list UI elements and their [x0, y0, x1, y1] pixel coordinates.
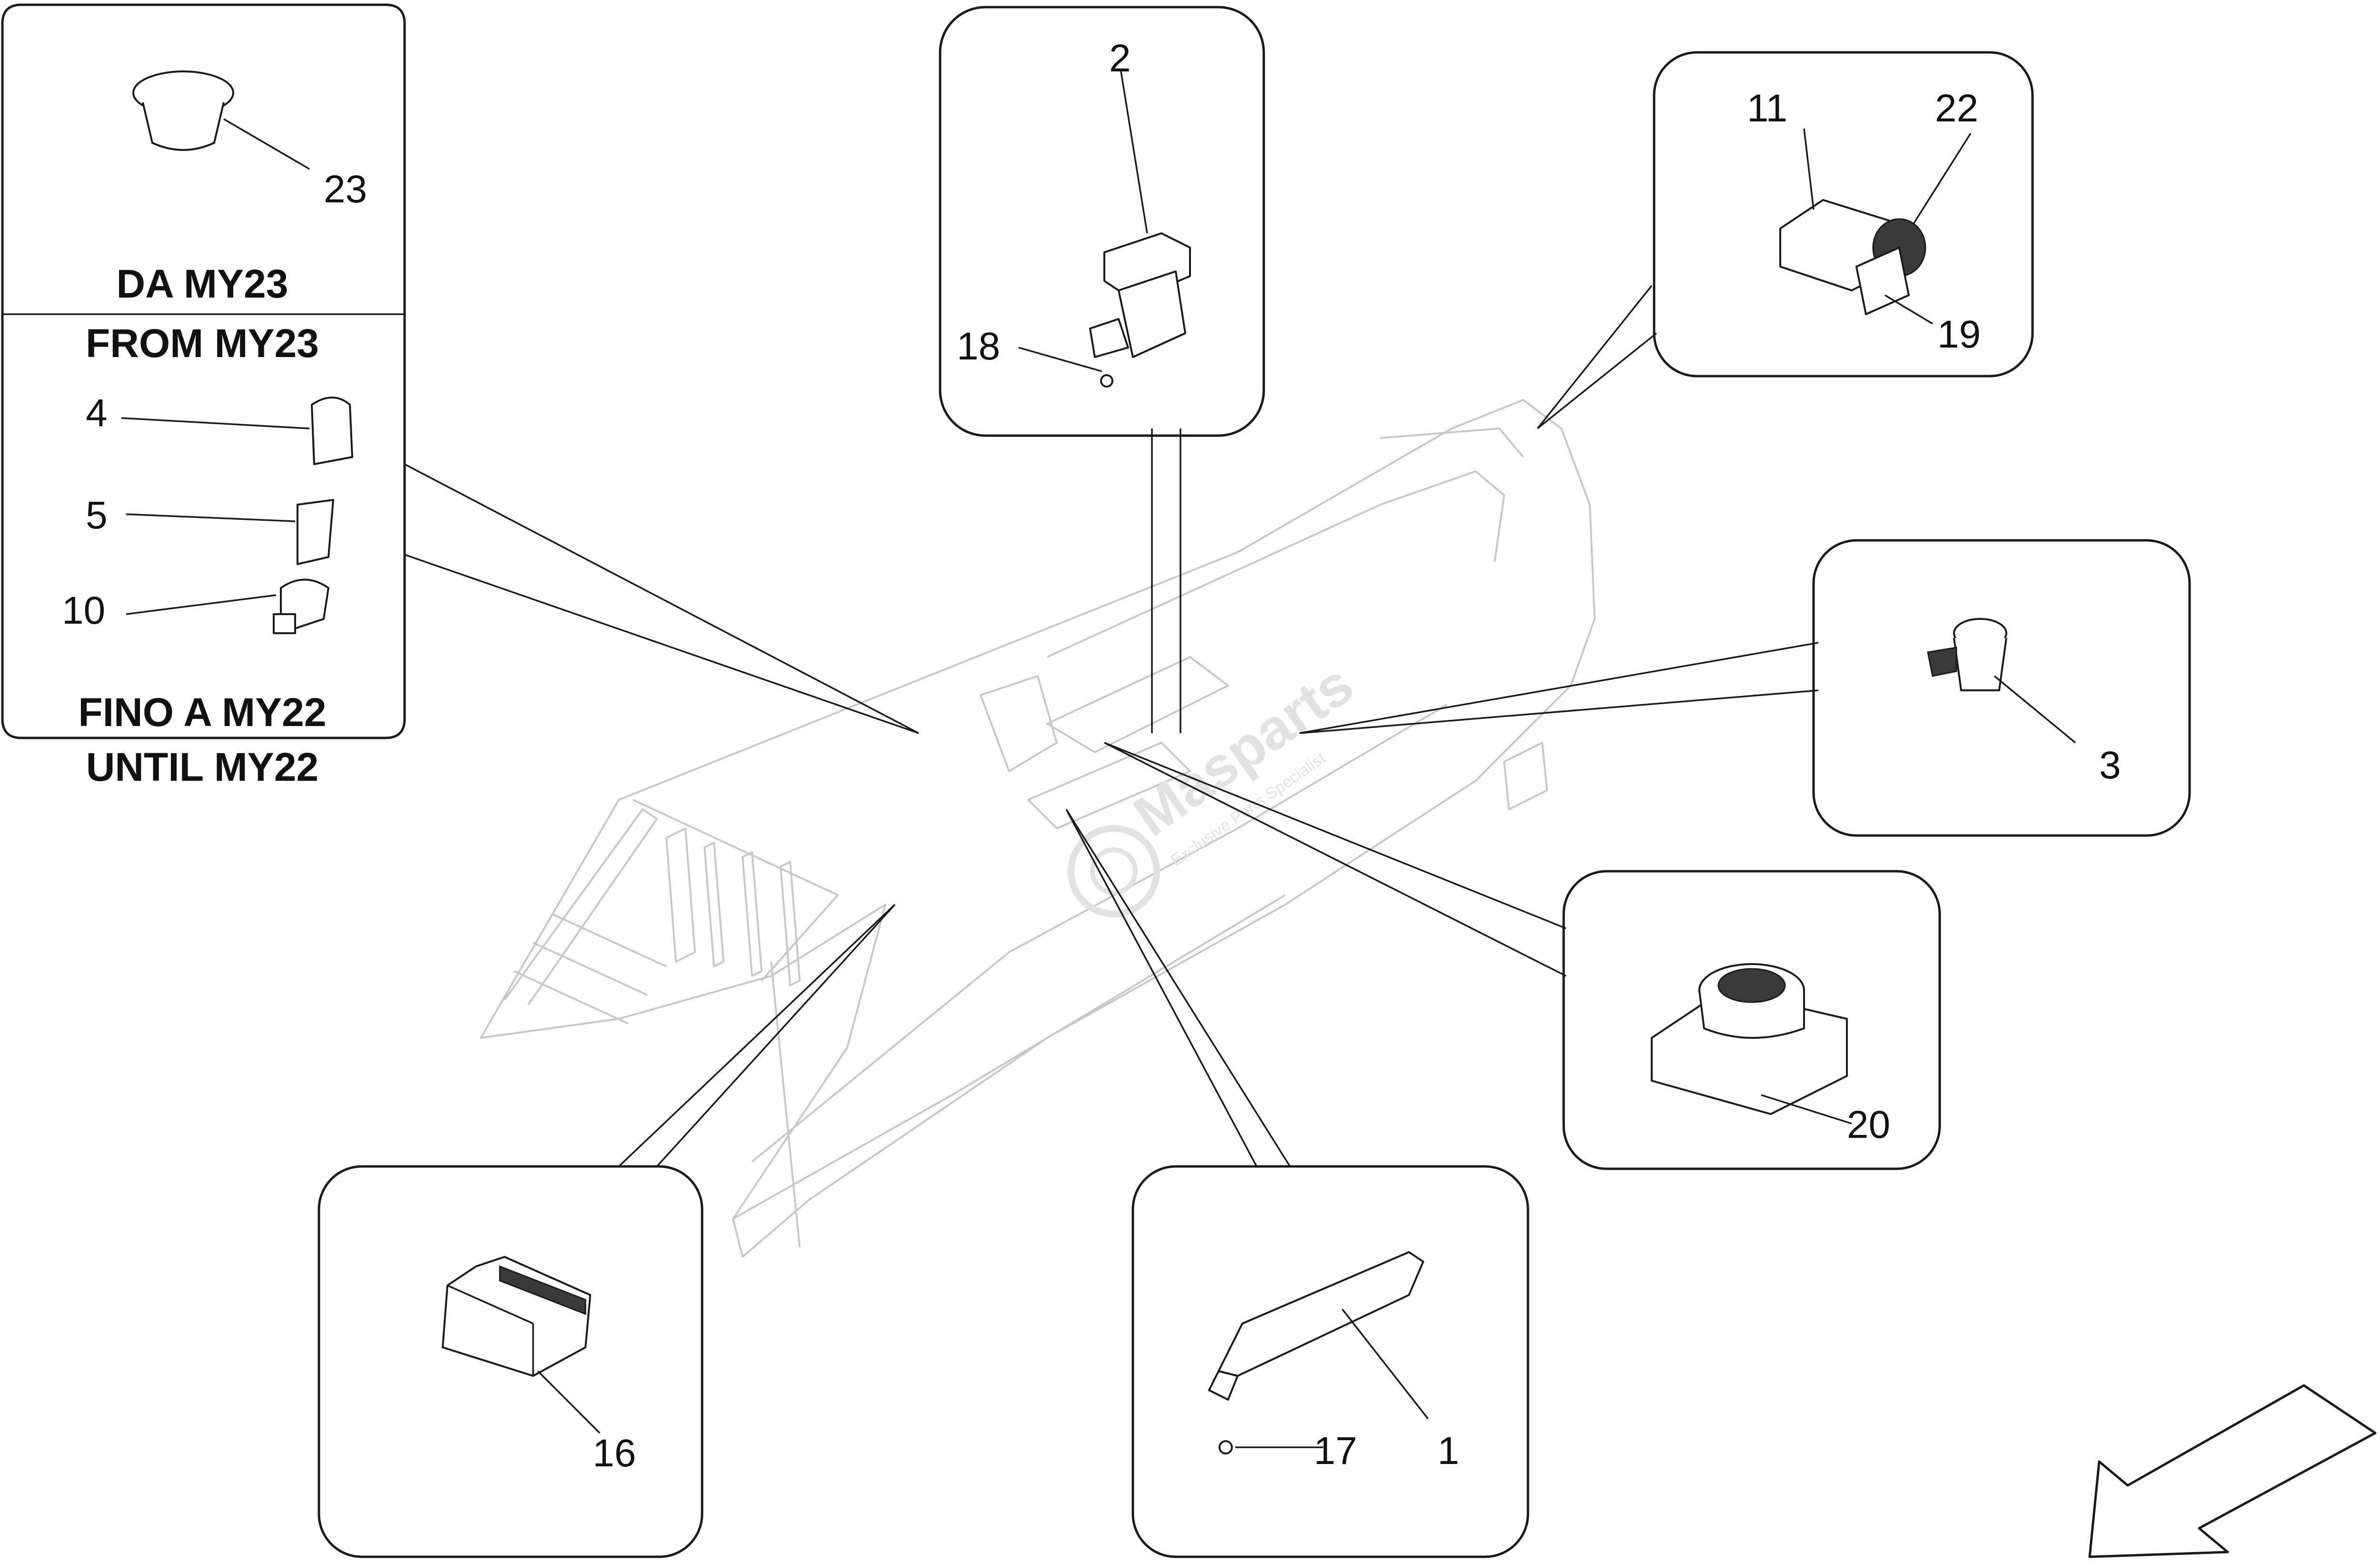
- plug-23-icon: [132, 70, 310, 170]
- box-socket-3: 3: [1812, 539, 2191, 837]
- box-switch-2: 2 18: [939, 6, 1265, 437]
- label-20: 20: [1847, 1103, 1890, 1146]
- box-module-16: 16: [317, 1165, 704, 1558]
- label-18: 18: [957, 325, 1000, 368]
- label-23: 23: [324, 168, 367, 211]
- label-2: 2: [1109, 37, 1131, 80]
- socket-3-icon: [1927, 618, 2007, 691]
- box-connectors-11-22-19: 11 22 19: [1653, 51, 2034, 378]
- label-10: 10: [62, 589, 105, 632]
- label-19: 19: [1937, 313, 1981, 356]
- orientation-arrow-icon: [2088, 1384, 2377, 1558]
- switch-2-icon: [1089, 232, 1191, 388]
- label-11: 11: [1747, 87, 1787, 130]
- socket-10-icon: [126, 578, 329, 634]
- leader-lines: [404, 285, 1819, 1167]
- label-4: 4: [86, 391, 108, 435]
- label-1: 1: [1438, 1429, 1459, 1473]
- switch-panel-1-icon: [1208, 1251, 1424, 1454]
- label-3: 3: [2099, 744, 2121, 787]
- connector-22-icon: [1855, 133, 1972, 315]
- label-17: 17: [1314, 1429, 1357, 1473]
- caption-until-it: FINO A MY22: [78, 690, 326, 735]
- socket-5-icon: [126, 499, 334, 565]
- caption-from-it: DA MY23: [117, 261, 288, 306]
- rotary-controller-20-icon: [1651, 963, 1848, 1115]
- label-5: 5: [86, 494, 108, 537]
- center-console-illustration: [480, 399, 1596, 1258]
- box-controller-20: 20: [1562, 870, 1941, 1170]
- caption-until-en: UNTIL MY22: [86, 745, 319, 789]
- module-16-icon: [442, 1256, 591, 1377]
- caption-from-en: FROM MY23: [86, 321, 319, 366]
- box-switch-panel-1: 17 1: [1131, 1165, 1529, 1558]
- socket-4-icon: [121, 397, 353, 465]
- box-usb-parts: 23 DA MY23 FROM MY23 4 5 10 FINO A MY22 …: [1, 3, 406, 789]
- label-16: 16: [593, 1432, 636, 1475]
- label-22: 22: [1935, 87, 1978, 130]
